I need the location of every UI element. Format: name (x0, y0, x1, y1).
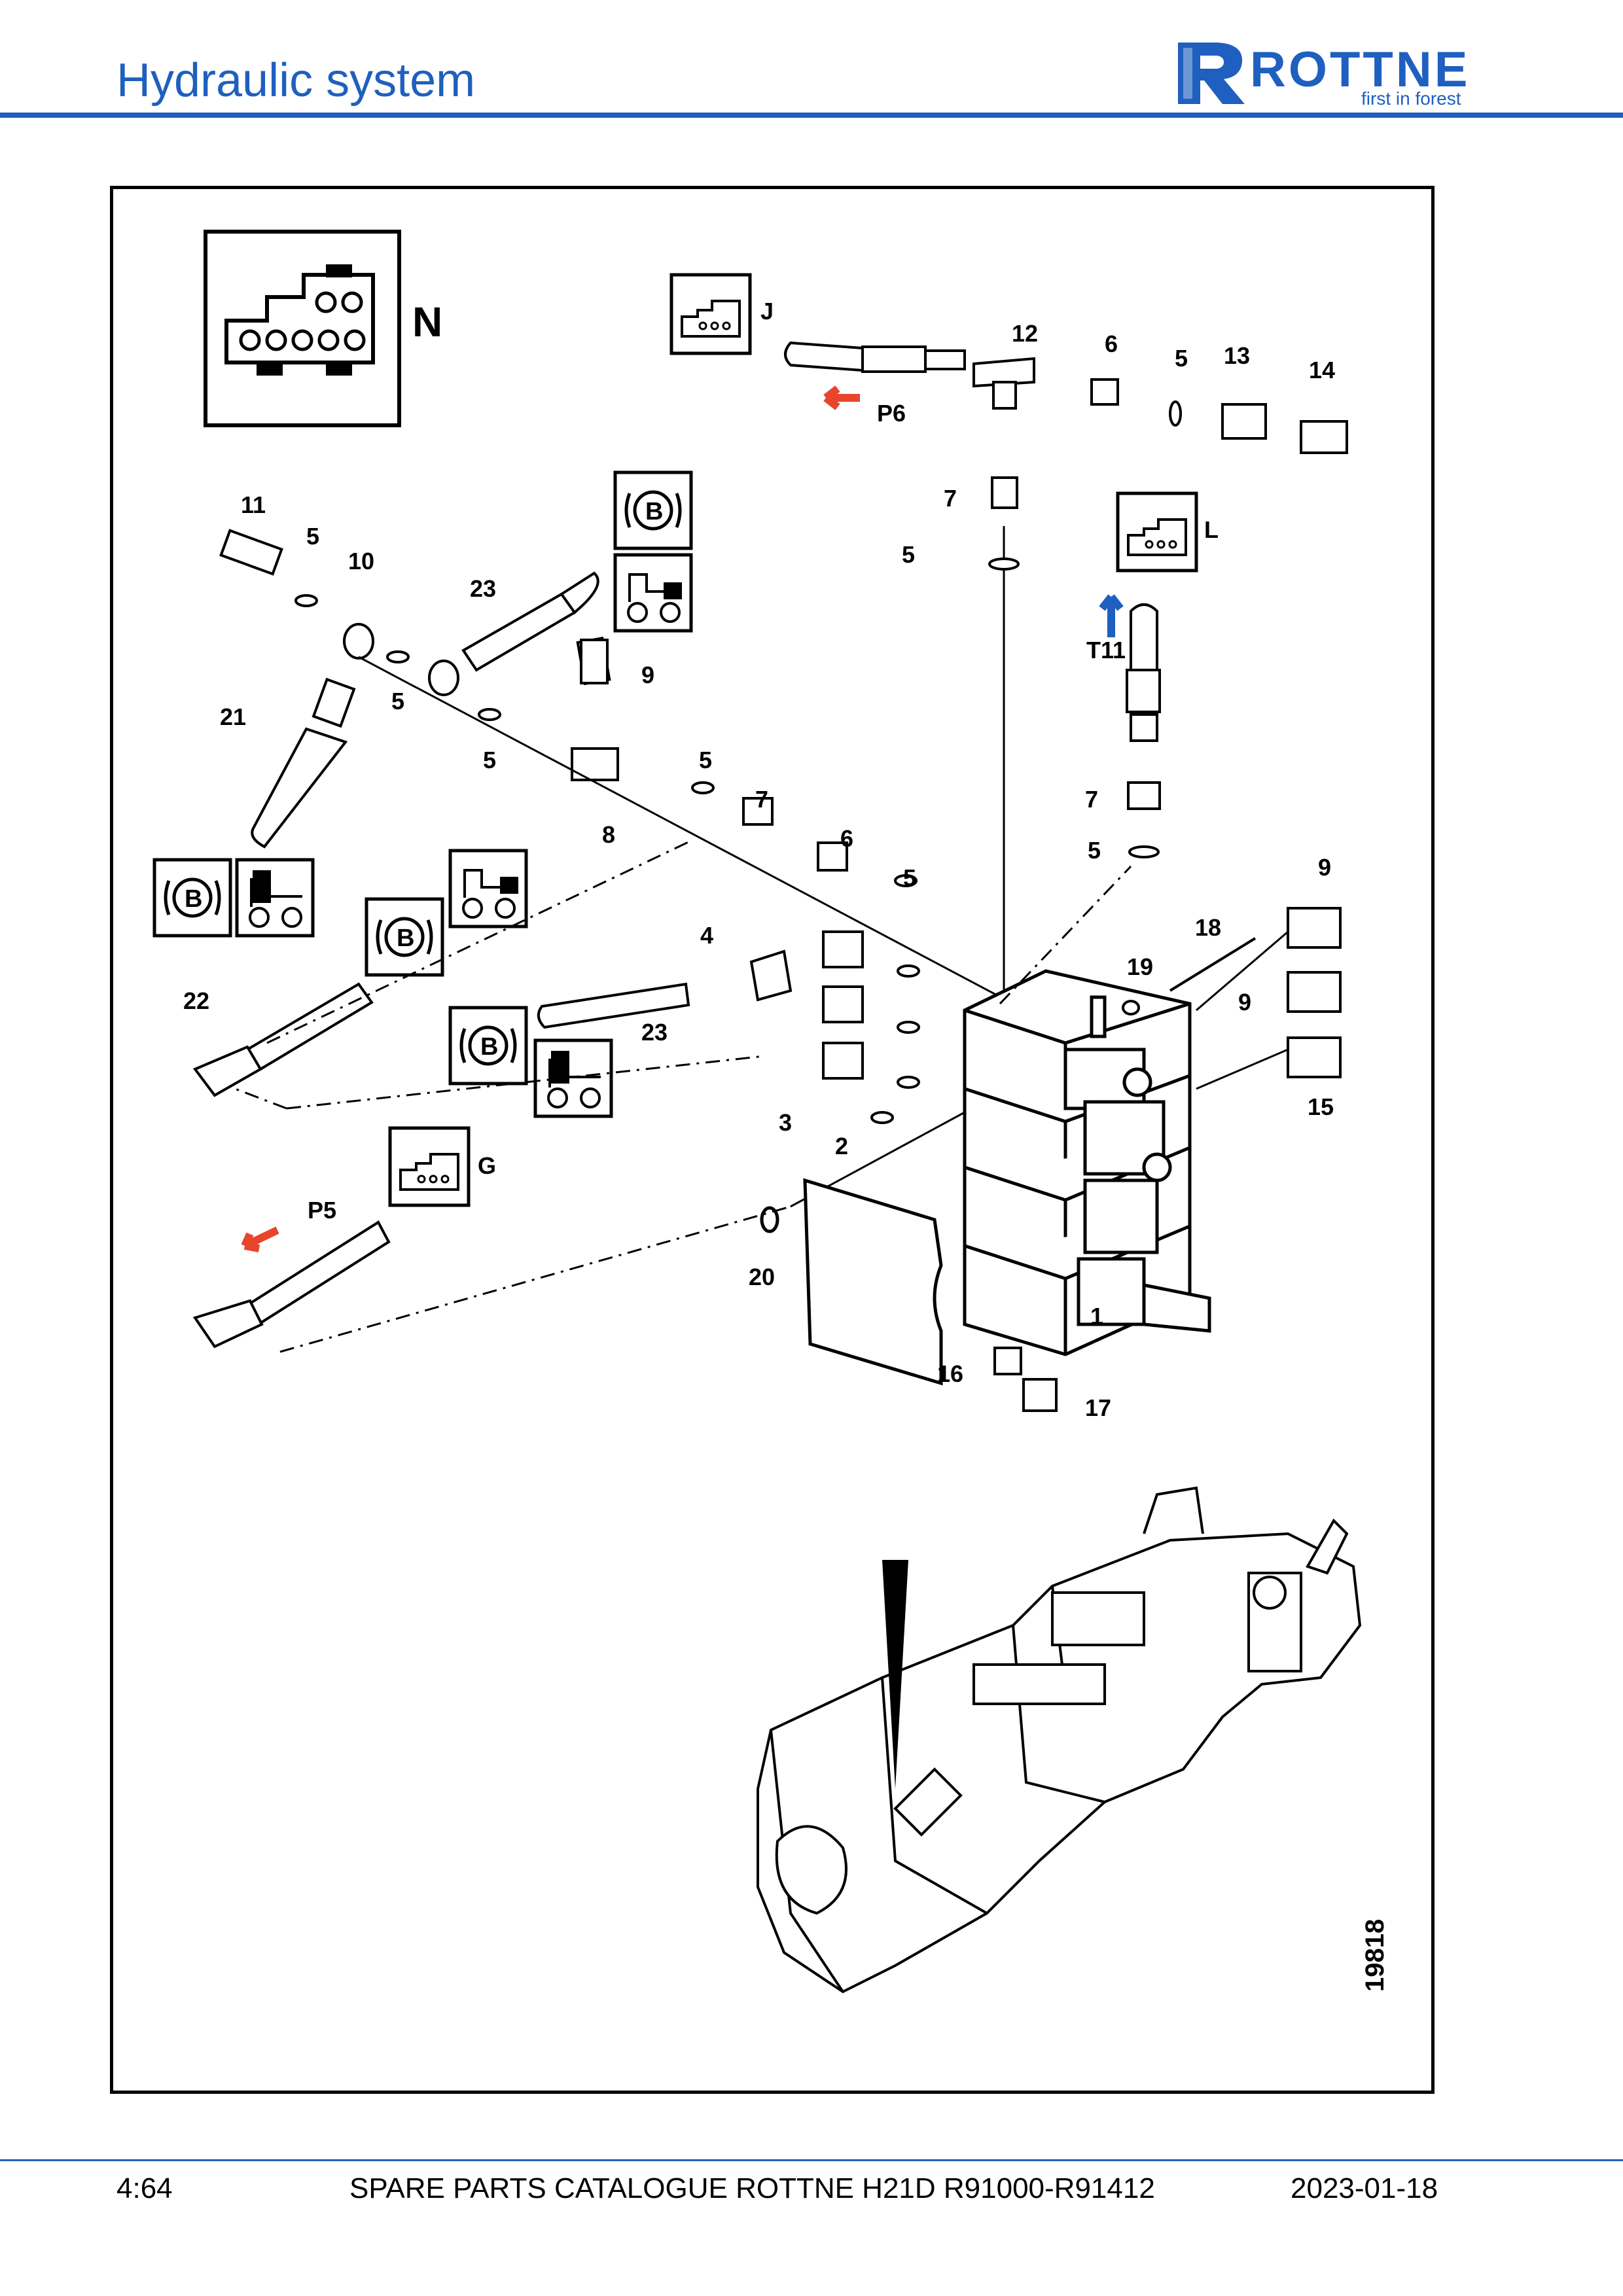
callout-21: 21 (220, 703, 246, 730)
callout-14: 14 (1309, 357, 1335, 383)
drawing-number: 19818 (1361, 1919, 1389, 1992)
callout-10: 10 (348, 548, 374, 574)
brake-symbol-icon: B (365, 897, 444, 977)
callout-5-c: 5 (483, 747, 496, 773)
location-pointer-icon (882, 1560, 908, 1789)
callout-5-e: 5 (902, 541, 915, 568)
brake-symbol-icon: B (152, 858, 232, 938)
page-title: Hydraulic system (116, 54, 476, 107)
adapter-fitting-7 (988, 476, 1020, 571)
callout-19: 19 (1127, 953, 1153, 980)
callout-5-h: 5 (903, 864, 916, 891)
flow-label-t11: T11 (1086, 637, 1126, 663)
hose-assembly-t11 (1126, 603, 1161, 858)
parking-brake-machine-icon (448, 849, 528, 928)
valve-block-assembly (963, 969, 1211, 1356)
callout-17: 17 (1085, 1394, 1111, 1421)
connector-label-g: G (478, 1152, 496, 1179)
logo-tagline: first in forest (1361, 88, 1461, 109)
plug-caps (993, 1347, 1058, 1412)
parking-brake-machine-icon (533, 1038, 613, 1118)
callout-8: 8 (602, 821, 615, 848)
tank-flow-arrow-t11 (1099, 594, 1124, 637)
callout-9-c: 9 (1238, 989, 1251, 1016)
callout-12: 12 (1012, 320, 1038, 347)
callout-1: 1 (1090, 1303, 1103, 1330)
connector-label-n: N (412, 298, 442, 345)
callout-5-f: 5 (1175, 345, 1188, 372)
hose-assembly-22 (192, 982, 374, 1097)
footer-catalogue-title: SPARE PARTS CATALOGUE ROTTNE H21D R91000… (349, 2172, 1155, 2204)
hose-assembly-p6 (784, 341, 1348, 454)
pressure-sensor-9 (580, 639, 609, 684)
hose-branch-left (219, 529, 918, 887)
callout-11: 11 (241, 491, 266, 518)
footer-date: 2023-01-18 (1291, 2172, 1438, 2204)
header-rule (0, 113, 1623, 118)
machine-chassis-overview (757, 1486, 1362, 1994)
callout-6-b: 6 (840, 825, 853, 852)
callout-5-d: 5 (699, 747, 712, 773)
svg-text:B: B (480, 1033, 498, 1061)
callout-9-b: 9 (1318, 854, 1331, 881)
callout-18: 18 (1195, 914, 1221, 941)
callout-22: 22 (183, 987, 209, 1014)
cover-plate-20 (760, 1178, 943, 1386)
callout-23-b: 23 (641, 1019, 668, 1046)
callout-16: 16 (937, 1360, 963, 1387)
callout-20: 20 (749, 1263, 775, 1290)
connector-l-icon (1116, 491, 1198, 573)
callout-15: 15 (1308, 1093, 1334, 1120)
callout-7-a: 7 (944, 485, 957, 512)
callout-2: 2 (835, 1133, 848, 1159)
flow-label-p6: P6 (877, 400, 906, 427)
callout-3: 3 (779, 1109, 792, 1136)
brake-symbol-icon: B (613, 470, 693, 550)
callout-23-a: 23 (470, 575, 496, 602)
connector-n-icon (204, 230, 401, 427)
pressure-flow-arrow-p5 (241, 1226, 279, 1252)
hose-assembly-23 (537, 982, 690, 1029)
right-fittings (1122, 907, 1342, 1078)
svg-text:B: B (185, 885, 202, 913)
callout-6-a: 6 (1105, 330, 1118, 357)
connector-label-l: L (1204, 516, 1219, 543)
exploded-parts-diagram: N J L G B (152, 230, 1389, 1994)
svg-text:B: B (397, 925, 414, 952)
connector-g-icon (388, 1126, 471, 1207)
hose-assembly-p5 (192, 1220, 391, 1349)
callout-9-a: 9 (641, 662, 654, 688)
callout-13: 13 (1224, 342, 1250, 369)
callout-7-c: 7 (1085, 786, 1098, 813)
connector-j-icon (669, 273, 752, 355)
middle-fittings (749, 930, 920, 1124)
svg-text:B: B (645, 498, 663, 525)
callout-5-a: 5 (306, 523, 319, 550)
callout-7-b: 7 (755, 786, 768, 813)
parking-brake-machine-icon (235, 858, 315, 938)
flow-label-p5: P5 (308, 1197, 336, 1224)
footer-page-number: 4:64 (116, 2172, 173, 2204)
logo-text: ROTTNE (1250, 42, 1471, 97)
rottne-r-icon (1178, 43, 1245, 104)
rottne-logo: ROTTNE first in forest (1171, 36, 1512, 109)
pressure-flow-arrow-p6 (823, 385, 860, 410)
connector-label-j: J (760, 298, 774, 325)
brake-symbol-icon: B (448, 1006, 528, 1086)
callout-5-g: 5 (1088, 837, 1101, 864)
callout-5-b: 5 (391, 688, 404, 715)
footer-rule (0, 2159, 1623, 2161)
parking-brake-machine-icon (613, 553, 693, 633)
diagram-frame (110, 186, 1435, 2094)
callout-4: 4 (700, 922, 713, 949)
